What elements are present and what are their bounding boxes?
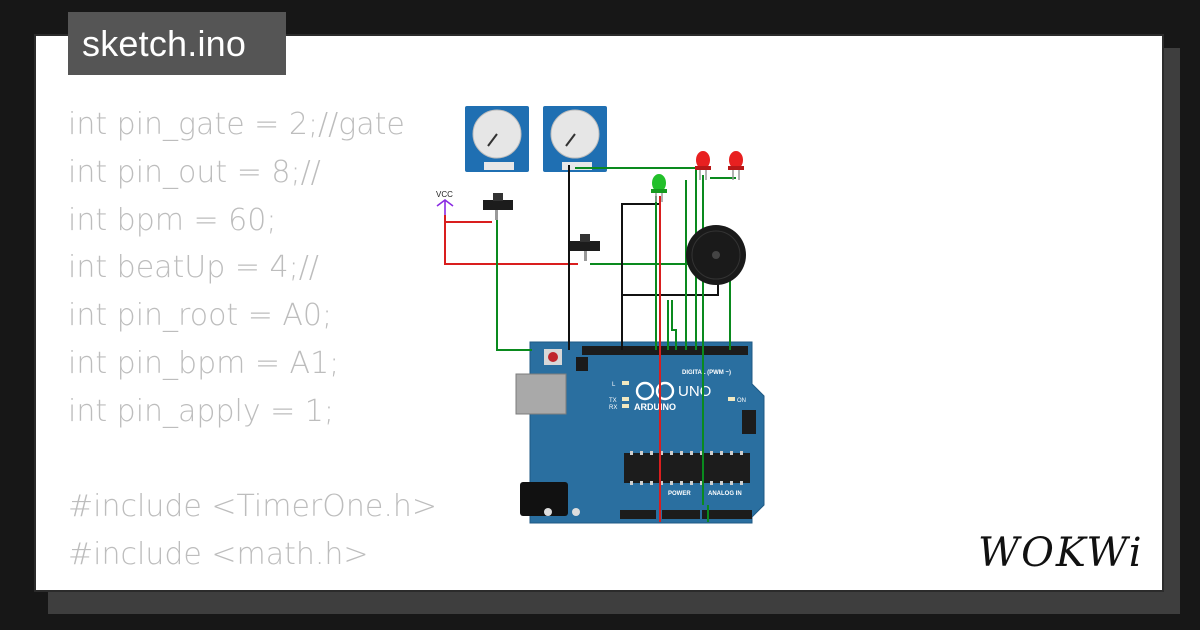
led-red-1[interactable] <box>695 151 711 180</box>
code-line: #include <TimerOne.h> <box>68 489 438 525</box>
analog-header <box>702 510 752 519</box>
reset-button-icon[interactable] <box>548 352 558 362</box>
slide-switch-1[interactable] <box>483 193 513 220</box>
tx-label: TX <box>609 398 617 404</box>
code-line: int pin_root = A0; <box>68 298 333 334</box>
analog-label: ANALOG IN <box>708 491 742 497</box>
rx-label: RX <box>609 405 617 411</box>
power-jack-icon <box>520 482 568 516</box>
led-green[interactable] <box>651 174 667 202</box>
wokwi-logo: WOKWi <box>978 530 1144 576</box>
code-line: int pin_apply = 1; <box>68 393 335 429</box>
potentiometer-2[interactable] <box>543 106 607 172</box>
code-line: int pin_gate = 2;//gate <box>68 107 405 142</box>
on-label: ON <box>737 398 746 404</box>
code-line <box>68 436 437 484</box>
file-tab[interactable]: sketch.ino <box>68 12 286 75</box>
wokwi-logo-text: WOKWi <box>978 530 1144 576</box>
power-header <box>662 510 700 519</box>
power-label: POWER <box>668 491 691 497</box>
code-line: int pin_out = 8;// <box>68 154 321 190</box>
l-label: L <box>612 382 616 388</box>
slide-switch-2[interactable] <box>570 234 600 261</box>
potentiometer-1[interactable] <box>465 106 529 172</box>
buzzer[interactable] <box>686 225 746 285</box>
microcontroller-chip <box>624 453 750 483</box>
usb-port-icon <box>515 373 567 415</box>
code-line: #include <math.h> <box>68 537 369 573</box>
code-line: int beatUp = 4;// <box>68 250 319 286</box>
code-snippet: int pin_gate = 2;//gate int pin_out = 8;/… <box>68 101 437 579</box>
circuit-diagram: UNO ARDUINO DIGITAL (PWM ~) POWER ANALOG… <box>436 106 765 524</box>
arduino-uno-board[interactable]: UNO ARDUINO DIGITAL (PWM ~) POWER ANALOG… <box>515 341 765 524</box>
digital-header <box>582 346 748 355</box>
board-brand-label: ARDUINO <box>634 402 676 412</box>
board-model-label: UNO <box>678 383 711 400</box>
vcc-label: VCC <box>436 190 453 199</box>
code-line: int pin_bpm = A1; <box>68 345 340 381</box>
code-line: int bpm = 60; <box>68 202 277 238</box>
digital-label: DIGITAL (PWM ~) <box>682 370 731 376</box>
arduino-logo-icon <box>635 381 655 401</box>
led-red-2[interactable] <box>728 151 744 180</box>
